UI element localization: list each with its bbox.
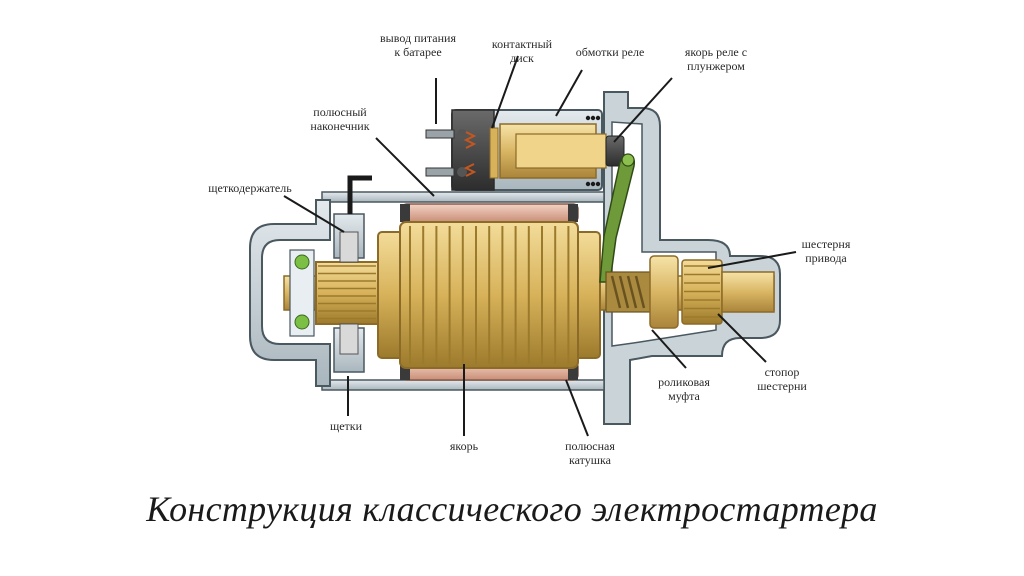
label-brushes: щетки — [330, 419, 363, 433]
svg-text:плунжером: плунжером — [687, 59, 745, 73]
pinion-stop — [721, 271, 775, 313]
svg-text:щеткодержатель: щеткодержатель — [208, 181, 292, 195]
relay-winding-turn — [595, 115, 601, 121]
pinion-teeth — [684, 265, 720, 318]
svg-text:контактный: контактный — [492, 37, 553, 51]
solenoid-relay — [451, 109, 607, 191]
label-relay-armature: якорь реле с плунжером — [685, 45, 747, 73]
relay-plunger — [605, 135, 625, 167]
svg-text:к батарее: к батарее — [394, 45, 441, 59]
svg-text:шестерня: шестерня — [802, 237, 851, 251]
bearing — [289, 249, 315, 337]
leader-lines — [283, 55, 797, 437]
svg-text:полюсный: полюсный — [313, 105, 367, 119]
svg-text:муфта: муфта — [668, 389, 700, 403]
label-drive-pinion: шестерня привода — [802, 237, 851, 265]
relay-winding-turn — [585, 115, 591, 121]
relay-winding-turn — [590, 115, 596, 121]
svg-text:щетки: щетки — [330, 419, 363, 433]
label-pole-shoe: полюсный наконечник — [310, 105, 369, 133]
battery-terminal — [425, 129, 467, 177]
svg-text:якорь: якорь — [450, 439, 479, 453]
svg-text:обмотки реле: обмотки реле — [576, 45, 645, 59]
label-armature: якорь — [450, 439, 479, 453]
svg-text:полюсная: полюсная — [565, 439, 615, 453]
svg-text:шестерни: шестерни — [757, 379, 807, 393]
label-pinion-stop: стопор шестерни — [757, 365, 807, 393]
svg-text:наконечник: наконечник — [310, 119, 369, 133]
label-contact-disc: контактный диск — [492, 37, 553, 65]
svg-text:вывод питания: вывод питания — [380, 31, 456, 45]
brush-holder — [333, 213, 365, 373]
field-coil-wire-ends — [400, 204, 578, 380]
shift-fork — [599, 153, 636, 283]
commutator-bars — [318, 265, 376, 320]
label-roller-clutch: роликовая муфта — [658, 375, 710, 403]
armature-slots — [409, 226, 570, 364]
svg-text:якорь реле с: якорь реле с — [685, 45, 747, 59]
label-relay-windings: обмотки реле — [576, 45, 645, 59]
svg-text:привода: привода — [805, 251, 847, 265]
relay-winding-turn — [585, 181, 591, 187]
svg-text:стопор: стопор — [765, 365, 800, 379]
relay-winding-turn — [595, 181, 601, 187]
label-battery-terminal: вывод питания к батарее — [380, 31, 456, 59]
brush-lead-wire — [347, 175, 372, 214]
relay-winding-turn — [590, 181, 596, 187]
label-field-coil: полюсная катушка — [565, 439, 615, 467]
svg-text:катушка: катушка — [569, 453, 612, 467]
svg-text:роликовая: роликовая — [658, 375, 710, 389]
relay-windings — [585, 115, 601, 187]
commutator — [315, 261, 379, 325]
diagram-caption: Конструкция классического электростартер… — [146, 489, 878, 529]
roller-clutch — [605, 255, 679, 329]
contact-disc — [463, 127, 499, 179]
field-coil-top — [401, 203, 579, 223]
svg-text:диск: диск — [510, 51, 534, 65]
label-brush-holder: щеткодержатель — [208, 181, 292, 195]
